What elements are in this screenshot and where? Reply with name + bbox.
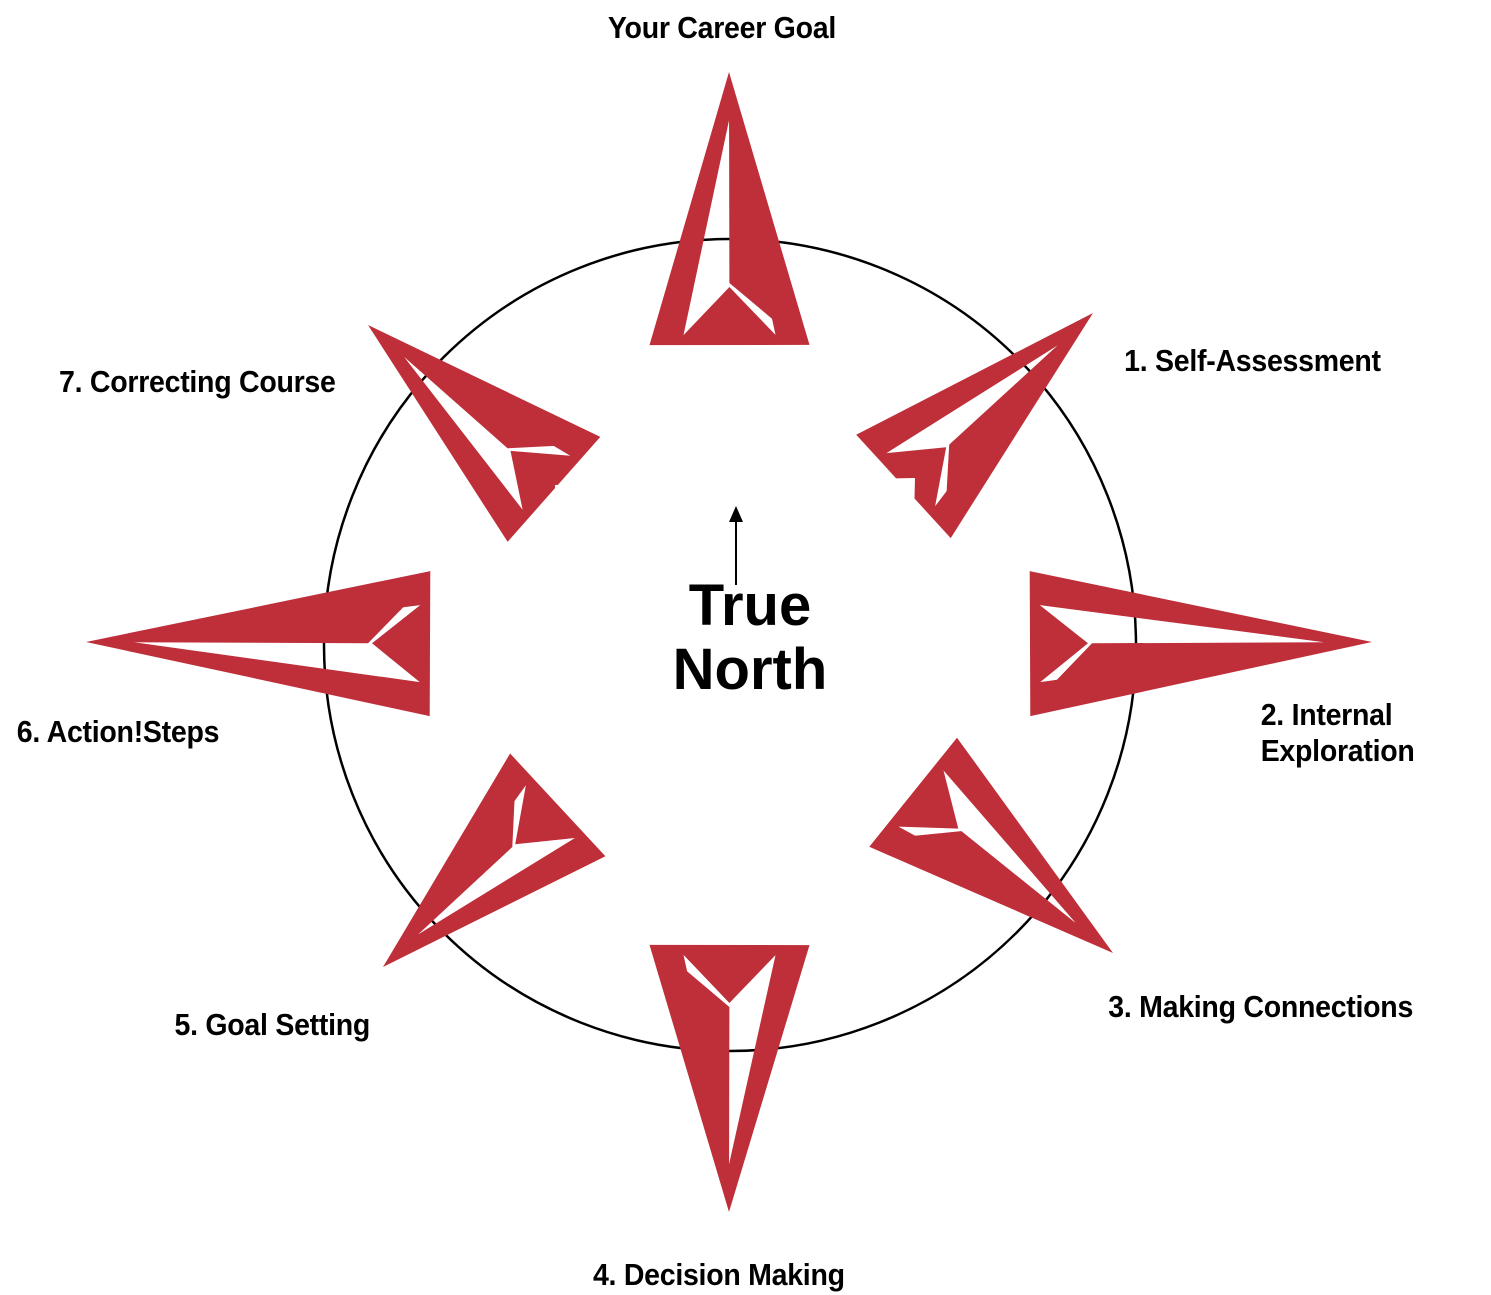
star-point-southwest-outline (383, 753, 606, 967)
north-arrow-head (729, 506, 743, 522)
label-action-steps: 6. Action!Steps (16, 714, 220, 749)
center-box (555, 478, 915, 802)
star-point-east-facet (1034, 642, 1352, 713)
star-point-northwest-outline (368, 325, 601, 542)
star-point-northwest (368, 325, 601, 542)
label-internal-exploration-line2: Exploration (1260, 733, 1415, 768)
star-point-southwest-facet (397, 759, 516, 954)
label-internal-exploration-line1: 2. Internal (1260, 697, 1393, 732)
star-point-southeast-facet (874, 831, 1098, 941)
true-north-line1: True (688, 573, 812, 638)
label-goal-setting: 5. Goal Setting (174, 1007, 371, 1042)
true-north-label: True North (600, 574, 900, 702)
star-point-north-facet (729, 92, 806, 341)
label-decision-making: 4. Decision Making (592, 1257, 845, 1292)
star-point-northeast-outline (856, 313, 1093, 539)
label-career-goal: Your Career Goal (607, 10, 836, 45)
star-point-west (86, 571, 431, 717)
star-point-northeast (856, 313, 1093, 539)
star-point-north (649, 72, 810, 346)
label-making-connections: 3. Making Connections (1108, 989, 1414, 1024)
true-north-line2: North (672, 637, 828, 702)
star-point-southwest (383, 753, 606, 967)
star-point-east (1029, 571, 1372, 717)
star-point-south (649, 944, 810, 1212)
label-correcting-course: 7. Correcting Course (59, 364, 336, 399)
star-point-south-facet (653, 948, 730, 1192)
label-self-assessment: 1. Self-Assessment (1124, 343, 1381, 378)
star-point-northwest-facet (383, 338, 595, 449)
star-point-southeast (869, 737, 1113, 953)
star-point-west-facet (106, 575, 427, 644)
star-point-northeast-facet (945, 326, 1079, 533)
compass-star (86, 72, 1372, 1212)
label-internal-exploration: 2. Internal Exploration (1261, 697, 1415, 769)
star-point-southeast-outline (869, 737, 1113, 953)
